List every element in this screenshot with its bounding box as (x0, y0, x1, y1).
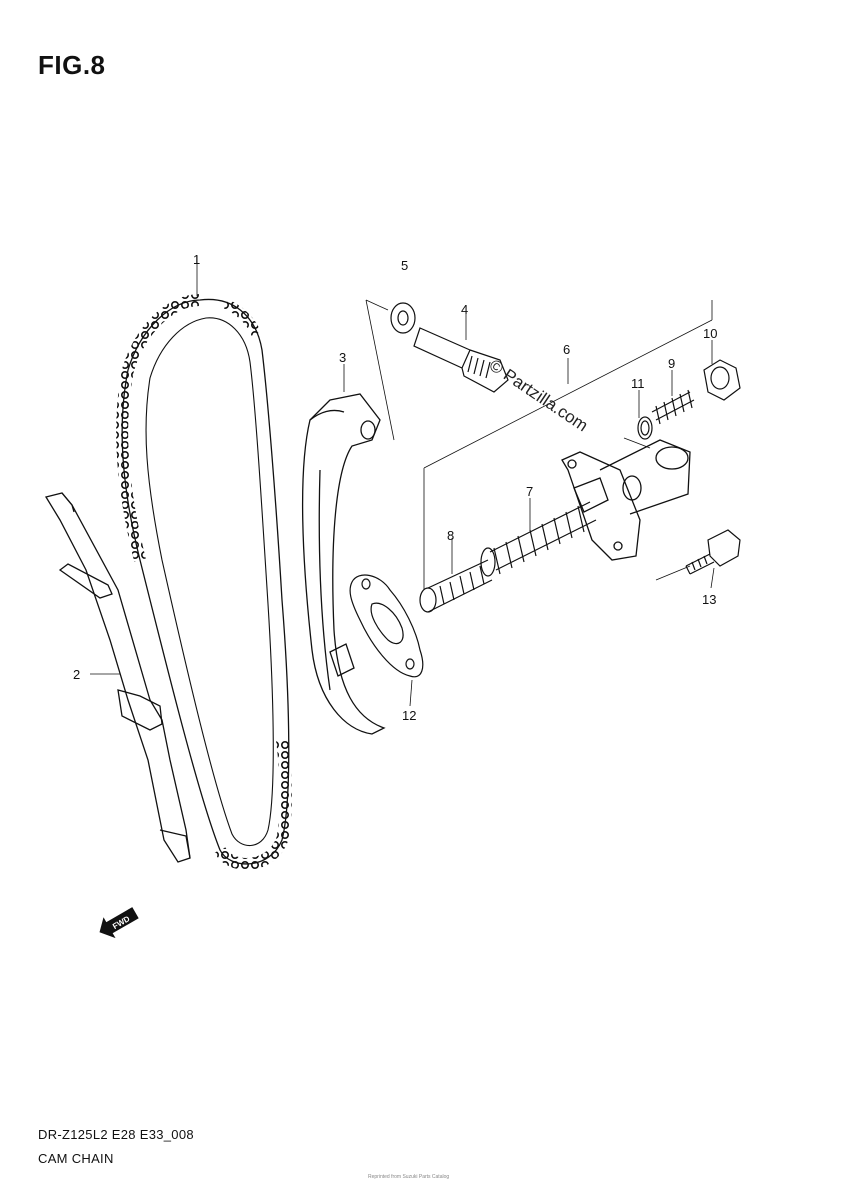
tensioner-body[interactable] (561, 439, 691, 561)
callout-8: 8 (447, 528, 454, 543)
leader-13 (655, 565, 691, 581)
callout-12: 12 (402, 708, 416, 723)
guide-pin[interactable] (413, 327, 509, 393)
bolt[interactable] (685, 529, 741, 575)
cap-nut[interactable] (703, 359, 741, 401)
callout-9: 9 (668, 356, 675, 371)
callout-3: 3 (339, 350, 346, 365)
callout-5: 5 (401, 258, 408, 273)
chain-guide-front[interactable] (301, 393, 386, 735)
callout-4: 4 (461, 302, 468, 317)
o-ring[interactable] (637, 416, 653, 440)
fine-print: Reprinted from Suzuki Parts Catalog (368, 1174, 450, 1180)
washer[interactable] (390, 302, 416, 334)
callout-11: 11 (631, 376, 645, 391)
callout-10: 10 (703, 326, 717, 341)
gasket[interactable] (349, 574, 424, 678)
chain-guide-rear[interactable] (44, 492, 191, 863)
callout-7: 7 (526, 484, 533, 499)
spring-large[interactable] (480, 501, 597, 577)
figure-title: FIG.8 (38, 50, 106, 80)
fwd-arrow-icon: FWD (99, 907, 139, 939)
section-name: CAM CHAIN (38, 1151, 114, 1166)
callout-6: 6 (563, 342, 570, 357)
callout-1: 1 (193, 252, 200, 267)
partzilla-watermark: © Partzilla.com (486, 356, 592, 436)
leader-lines (90, 256, 715, 707)
callout-2: 2 (73, 667, 80, 682)
leader-6 (423, 300, 713, 590)
leader-11 (623, 437, 651, 449)
plunger-rod[interactable] (419, 559, 493, 613)
spring-small[interactable] (651, 389, 695, 425)
leader-5 (365, 299, 395, 441)
callout-13: 13 (702, 592, 716, 607)
model-code: DR-Z125L2 E28 E33_008 (38, 1127, 194, 1142)
cam-chain[interactable] (116, 294, 292, 870)
